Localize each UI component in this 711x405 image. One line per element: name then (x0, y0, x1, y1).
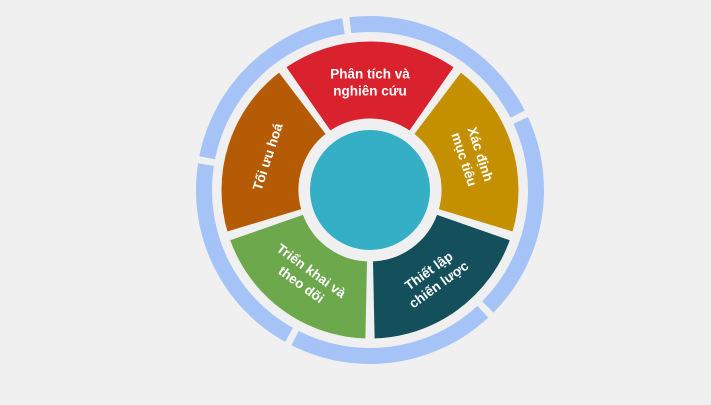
outer-ring-arc (196, 163, 293, 342)
outer-ring-arc (291, 305, 489, 365)
segment-analyze (282, 38, 458, 135)
segment-label-line: nghiên cứu (333, 84, 407, 99)
segment-label-analyze: Phân tích và nghiên cứu (330, 67, 410, 99)
segment-group (218, 38, 522, 342)
segment-strategy (369, 211, 514, 342)
outer-ring (196, 16, 545, 365)
segment-optimize (218, 68, 330, 236)
outer-ring-arc (199, 18, 345, 160)
outer-ring-arc (349, 16, 525, 118)
outer-ring-arc (482, 117, 545, 313)
segment-execute (226, 211, 371, 342)
segment-label-line: Phân tích và (330, 67, 410, 82)
center-circle (306, 126, 434, 254)
segment-goals (410, 68, 522, 236)
